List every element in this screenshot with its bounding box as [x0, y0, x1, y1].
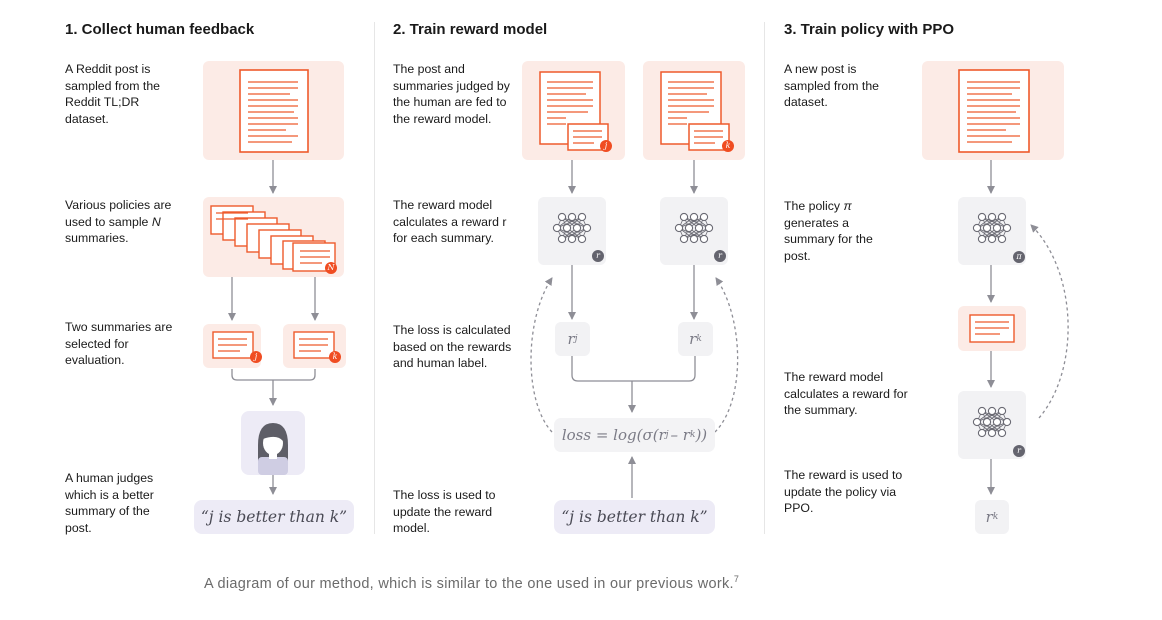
summary-j-badge: j: [600, 140, 612, 152]
neural-net-icon: [674, 212, 714, 244]
reward-rk: [678, 322, 713, 356]
summary-count-badge: N: [325, 262, 337, 274]
step-text: The reward model calculates a reward for…: [784, 370, 908, 418]
human-avatar: [241, 411, 305, 475]
neural-net-icon: [972, 212, 1012, 244]
column-heading: 2. Train reward model: [393, 21, 548, 38]
human-judgment-label: “j is better than k”: [194, 500, 354, 534]
feedback-arrow: [1030, 224, 1069, 419]
step-text: A human judges which is a better summary…: [65, 471, 154, 535]
neural-net-icon: [552, 212, 592, 244]
reward-model-badge: r: [1013, 445, 1025, 457]
step-text: The policy π generates a summary for the…: [784, 199, 873, 263]
column-divider: [764, 22, 765, 534]
step-text: A Reddit post is sampled from the Reddit…: [65, 62, 161, 126]
merge-connector: [571, 356, 696, 382]
reward-model-badge: r: [714, 250, 726, 262]
step-text: The reward is used to update the policy …: [784, 468, 903, 516]
column-divider: [374, 22, 375, 534]
figure-caption: A diagram of our method, which is simila…: [204, 574, 740, 592]
step-text: A new post is sampled from the dataset.: [784, 62, 880, 110]
reward-model-badge: r: [592, 250, 604, 262]
summary-k-badge: k: [329, 351, 341, 363]
column-heading: 1. Collect human feedback: [65, 21, 255, 38]
step-text: Various policies are used to sample N su…: [65, 198, 172, 246]
step-text: Two summaries are selected for evaluatio…: [65, 320, 173, 368]
neural-net-icon: [972, 406, 1012, 438]
reward-rk: [975, 500, 1009, 534]
step-text: The loss is used to update the reward mo…: [393, 488, 496, 536]
column-heading: 3. Train policy with PPO: [784, 21, 955, 38]
summary-k-badge: k: [722, 140, 734, 152]
human-label: “j is better than k”: [554, 500, 715, 534]
human-icon: [258, 423, 288, 475]
footnote-ref: 7: [733, 574, 740, 584]
feedback-arrow: [714, 277, 739, 433]
policy-badge: π: [1013, 251, 1025, 263]
reward-rj: [555, 322, 590, 356]
step-text: The loss is calculated based on the rewa…: [393, 323, 512, 371]
step-text: The post and summaries judged by the hum…: [393, 62, 510, 126]
summary-j-badge: j: [250, 351, 262, 363]
step-text: The reward model calculates a reward r f…: [393, 198, 507, 246]
